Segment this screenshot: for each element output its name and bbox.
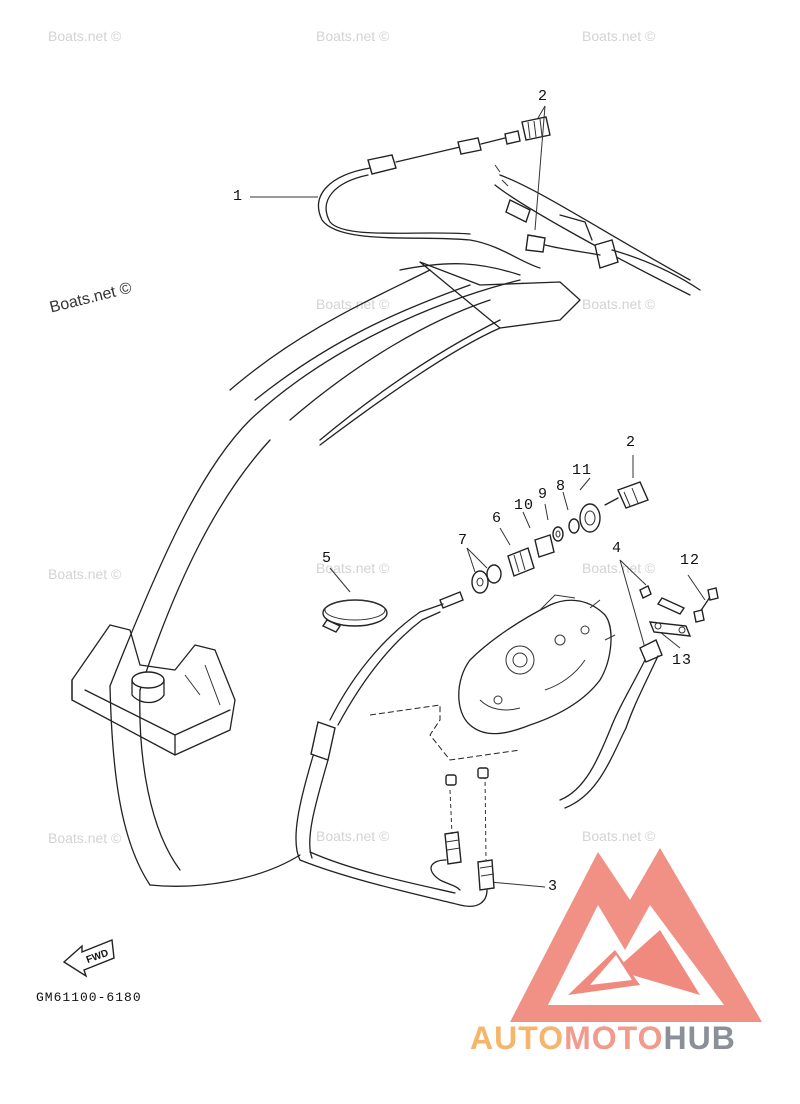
mounting-block: [71, 624, 236, 756]
brand-part-hub: HUB: [663, 1020, 736, 1056]
watermark: Boats.net ©: [48, 28, 122, 44]
callout-6: 6: [492, 510, 503, 527]
watermark: Boats.net ©: [316, 828, 390, 844]
watermark: Boats.net ©: [48, 566, 122, 582]
callout-9: 9: [538, 486, 549, 503]
callout-11: 11: [572, 462, 593, 479]
callout-1: 1: [233, 188, 244, 205]
watermark: Boats.net ©: [316, 296, 390, 312]
watermark: Boats.net ©: [582, 560, 656, 576]
callout-2-upper: 2: [538, 88, 549, 105]
watermark: Boats.net ©: [582, 296, 656, 312]
automotohub-logo-icon: [510, 848, 762, 1022]
callout-7: 7: [458, 532, 469, 549]
hose-clamp: [321, 599, 388, 633]
diagram-code: GM61100-6180: [36, 990, 142, 1005]
cable-right: [559, 639, 663, 809]
cable-lower: [295, 591, 495, 907]
callout-4: 4: [612, 540, 623, 557]
automotohub-brand: AUTOMOTOHUB: [470, 1020, 736, 1057]
callout-2-lower: 2: [626, 434, 637, 451]
fwd-arrow-icon: [62, 939, 115, 978]
callout-3: 3: [548, 878, 559, 895]
watermark: Boats.net ©: [582, 28, 656, 44]
engine-assembly: [458, 594, 616, 735]
watermark: Boats.net ©: [48, 830, 122, 846]
bracket-parts: [639, 585, 719, 637]
watermark: Boats.net ©: [316, 560, 390, 576]
callout-12: 12: [680, 552, 701, 569]
cable-upper: [317, 116, 551, 269]
connectors-upper: [494, 164, 701, 291]
callout-5: 5: [322, 550, 333, 567]
callout-8: 8: [556, 478, 567, 495]
watermark: Boats.net ©: [316, 28, 390, 44]
callout-13: 13: [672, 652, 693, 669]
callout-10: 10: [514, 497, 535, 514]
leader-lines: [250, 105, 706, 888]
hull-outline: [109, 174, 691, 887]
brand-part-moto: MOTO: [564, 1020, 664, 1056]
watermark: Boats.net ©: [582, 828, 656, 844]
brand-part-auto: AUTO: [470, 1020, 565, 1056]
fitting-parts: [471, 481, 649, 594]
